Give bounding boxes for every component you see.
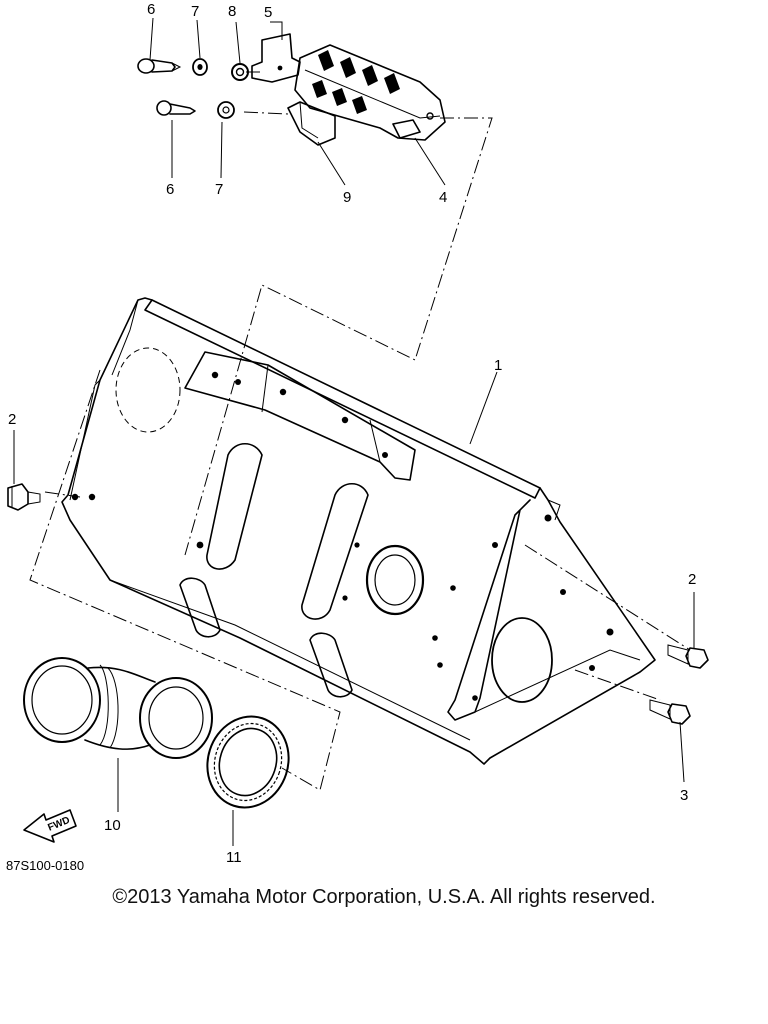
cover-tab-part-5 — [251, 33, 301, 83]
callout-4: 4 — [439, 189, 447, 206]
forward-arrow-icon: FWD — [23, 809, 77, 843]
callout-5: 5 — [264, 4, 272, 21]
bolt-part-3 — [649, 699, 691, 725]
nut-part-8 — [231, 63, 249, 81]
gasket-ring-part-11 — [206, 715, 290, 809]
callout-7-upper: 7 — [191, 3, 199, 20]
callout-7-lower: 7 — [215, 181, 223, 198]
callout-2-right: 2 — [688, 571, 696, 588]
callout-1: 1 — [494, 357, 502, 374]
screw-part-6-lower — [156, 100, 196, 116]
clamp-part-9 — [287, 101, 336, 146]
copyright-notice: ©2013 Yamaha Motor Corporation, U.S.A. A… — [112, 886, 656, 908]
assembly-reference-lines — [29, 117, 691, 791]
callout-9: 9 — [343, 189, 351, 206]
callout-3: 3 — [680, 787, 688, 804]
callout-11: 11 — [226, 849, 242, 866]
main-plate-part-1 — [61, 297, 656, 765]
callout-8: 8 — [228, 3, 236, 20]
drawing-code: 87S100-0180 — [6, 858, 84, 873]
callout-2-left: 2 — [8, 411, 16, 428]
callout-6-lower: 6 — [166, 181, 174, 198]
screw-part-6-upper — [137, 58, 182, 74]
washer-part-7-lower — [217, 101, 235, 119]
bolt-part-2-left — [7, 483, 41, 511]
callout-leader-lines — [13, 17, 695, 846]
callout-10: 10 — [104, 817, 121, 834]
bolt-part-2-right — [667, 644, 709, 669]
washer-part-7-upper — [192, 58, 208, 76]
callout-labels: 6 7 8 5 6 7 9 4 1 2 2 3 10 11 — [8, 1, 696, 866]
terminal-block-part-4 — [294, 44, 446, 141]
intake-joint-part-10 — [23, 657, 213, 759]
callout-6-upper: 6 — [147, 1, 155, 18]
